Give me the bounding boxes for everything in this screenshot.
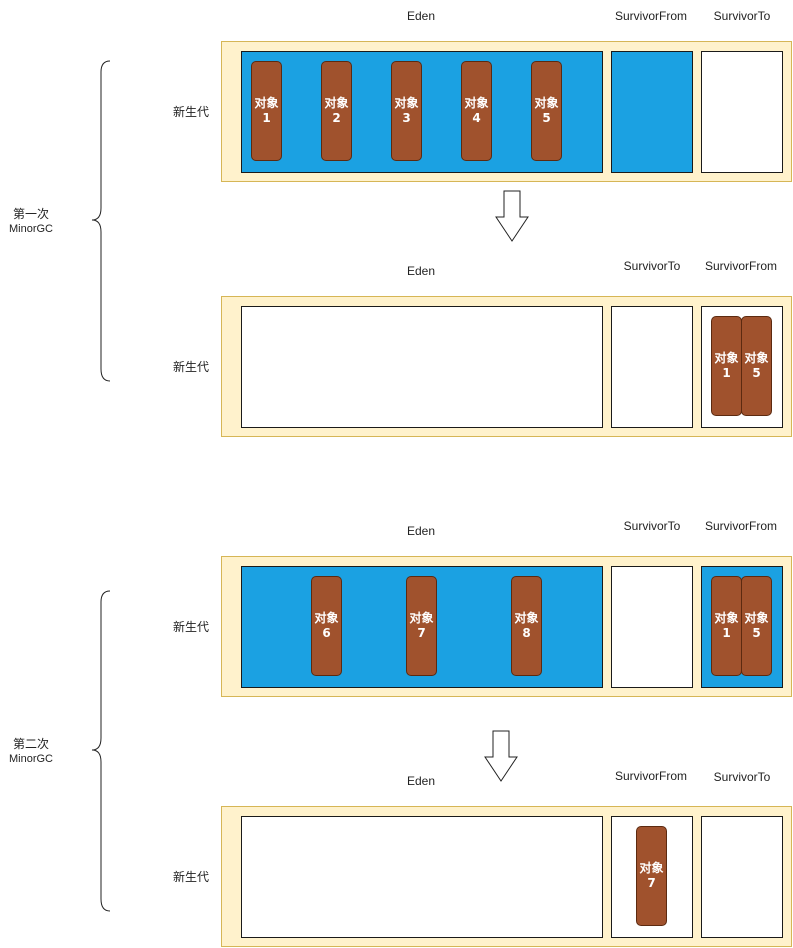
row1-object-word: 对象 [534,96,559,110]
row2-eden-label: Eden [406,264,436,278]
row3-young-gen [221,556,792,697]
phase-2-label-line2: MinorGC [8,753,53,765]
row4-eden-region [241,816,603,938]
row3-object-word: 对象 [314,611,339,625]
row3-object-num: 1 [722,626,731,640]
phase-2-label-line1: 第二次 [12,737,49,751]
row2-s0-label: SurvivorTo [623,259,681,273]
row2-s1-label: SurvivorFrom [704,259,777,273]
row1-gen-label: 新生代 [172,105,209,119]
row4-object-num: 7 [647,876,656,890]
row1-object-num: 3 [402,111,411,125]
row1-object-word: 对象 [394,96,419,110]
row2-object-num: 1 [722,366,731,380]
row3-object-word: 对象 [409,611,434,625]
row4-young-gen [221,806,792,947]
row1-s1-region [701,51,783,173]
row3-object-word: 对象 [714,611,739,625]
phase-1-brace [91,60,111,382]
row3-object-num: 6 [322,626,331,640]
row2-object-word: 对象 [714,351,739,365]
row4-s0-label: SurvivorFrom [614,769,687,783]
row1-object-word: 对象 [464,96,489,110]
down-arrow-icon [495,190,529,242]
row3-gen-label: 新生代 [172,620,209,634]
row3-object-num: 5 [752,626,761,640]
row1-object-num: 2 [332,111,341,125]
row3-s0-region [611,566,693,688]
down-arrow-icon [484,730,518,782]
row4-object-word: 对象 [639,861,664,875]
row1-s0-label: SurvivorFrom [614,9,687,23]
row1-object-num: 1 [262,111,271,125]
phase-1-label-line2: MinorGC [8,223,53,235]
row4-s1-region [701,816,783,938]
row1-s0-region [611,51,693,173]
row1-object-num: 4 [472,111,481,125]
row2-object-word: 对象 [744,351,769,365]
row1-young-gen [221,41,792,182]
row4-s1-label: SurvivorTo [713,770,771,784]
row3-object-num: 7 [417,626,426,640]
phase-1-label-line1: 第一次 [12,207,49,221]
row1-s1-label: SurvivorTo [713,9,771,23]
row1-object-num: 5 [542,111,551,125]
row3-object-num: 8 [522,626,531,640]
row2-object-num: 5 [752,366,761,380]
row1-object-word: 对象 [254,96,279,110]
row3-object-word: 对象 [514,611,539,625]
row4-eden-label: Eden [406,774,436,788]
row2-s0-region [611,306,693,428]
row1-object-word: 对象 [324,96,349,110]
row1-eden-label: Eden [406,9,436,23]
row2-young-gen [221,296,792,437]
row4-gen-label: 新生代 [172,870,209,884]
row3-object-word: 对象 [744,611,769,625]
row3-eden-label: Eden [406,524,436,538]
row3-s0-label: SurvivorTo [623,519,681,533]
phase-2-label: 第二次 MinorGC [0,737,62,767]
phase-2-brace [91,590,111,912]
phase-1-label: 第一次 MinorGC [0,207,62,237]
row2-gen-label: 新生代 [172,360,209,374]
row3-s1-label: SurvivorFrom [704,519,777,533]
row2-eden-region [241,306,603,428]
